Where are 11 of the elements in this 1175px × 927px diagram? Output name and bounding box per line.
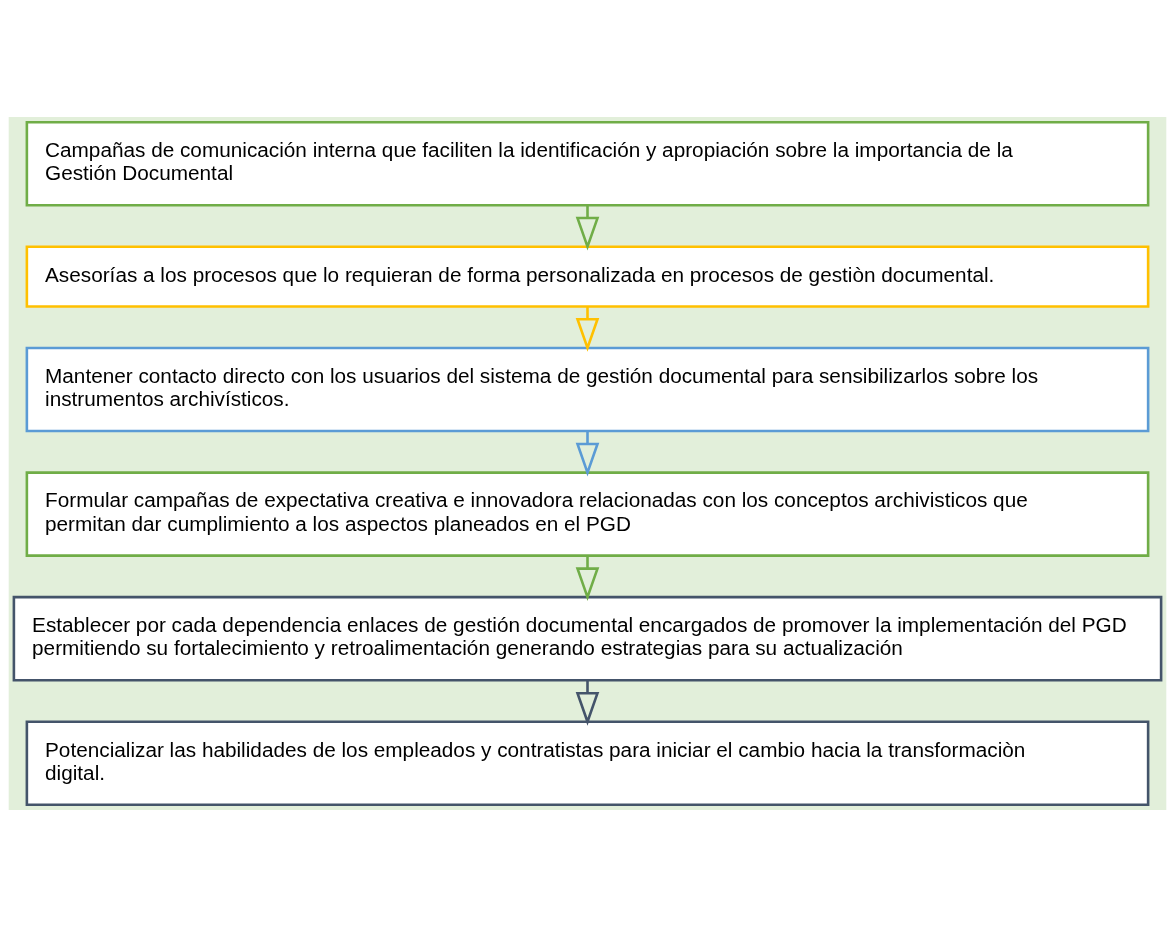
node-box: Potencializar las habilidades de los empleados y contratistas para iniciar el cambio hacia la transformaciòn digital. <box>25 720 1150 807</box>
node-box: Campañas de comunicación interna que faciliten la identificación y apropiación sobre la importancia de la Gestión Documental <box>25 120 1150 207</box>
node-box: Establecer por cada dependencia enlaces de gestión documental encargados de promover la implementación del PGD permitiendo su fortalecimiento y retroalimentación generando estrategias para su actualización <box>12 595 1163 682</box>
arrow <box>575 555 600 602</box>
arrow <box>575 431 600 477</box>
node-box: Mantener contacto directo con los usuarios del sistema de gestión documental para sensibilizarlos sobre los instrumentos archivísticos. <box>25 346 1150 433</box>
arrow <box>575 205 600 251</box>
arrow <box>575 680 600 726</box>
node-box: Formular campañas de expectativa creativa e innovadora relacionadas con los conceptos archivisticos que permitan dar cumplimiento a los aspectos planeados en el PGD <box>25 471 1150 557</box>
arrow <box>575 306 600 352</box>
node-box: Asesorías a los procesos que lo requieran de forma personalizada en procesos de gestiòn documental. <box>25 245 1150 308</box>
